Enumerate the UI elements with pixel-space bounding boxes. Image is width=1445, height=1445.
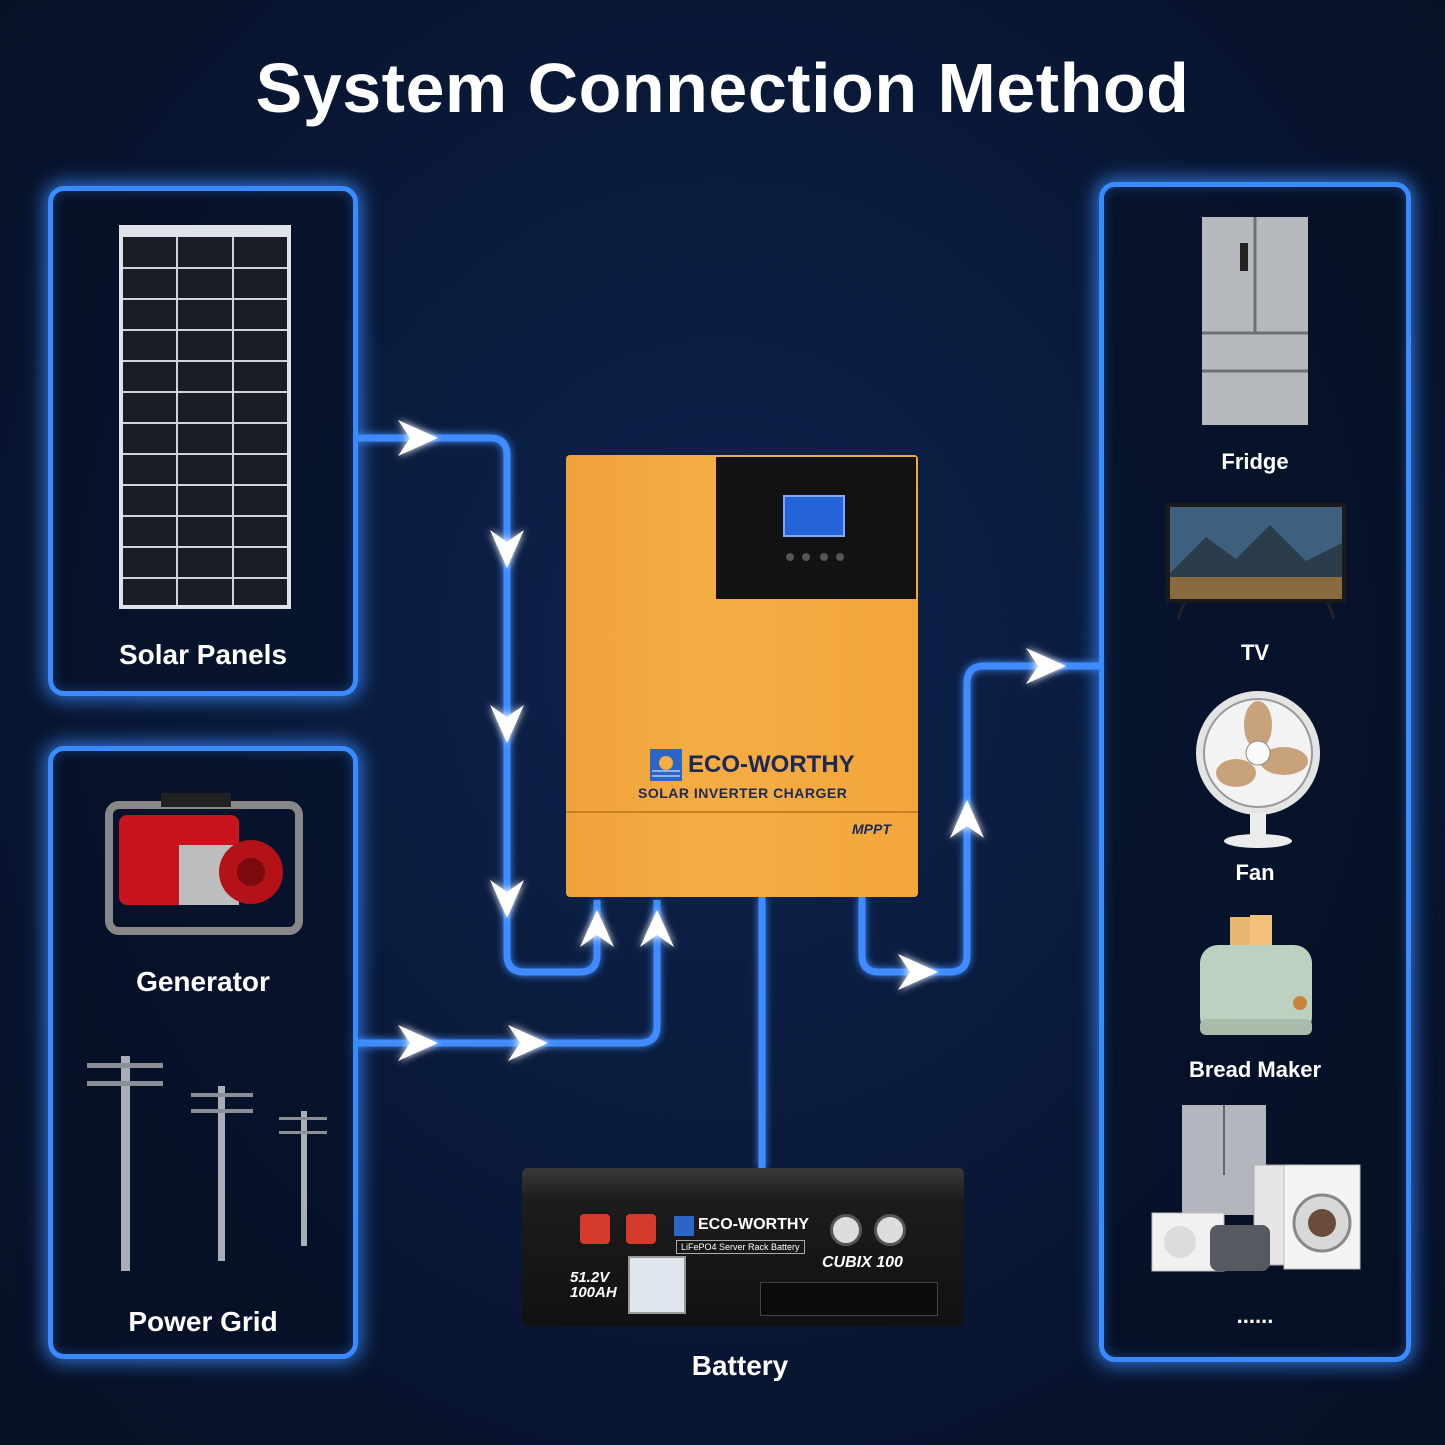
loads-box: Fridge TV Fan Bread Maker [1099,182,1411,1362]
mppt-badge: MPPT [852,821,891,837]
load-wire [858,662,1100,976]
battery-brand: ECO-WORTHY [698,1216,810,1233]
battery-unit: ECO-WORTHY LiFePO4 Server Rack Battery 5… [522,1168,964,1326]
arrow-right-icon [508,1025,548,1061]
solar-panels-label: Solar Panels [118,639,288,670]
positive-terminal-icon [626,1214,656,1244]
generator-icon [105,793,303,935]
arrow-right-icon [1026,648,1066,684]
power-grid-label: Power Grid [128,1306,278,1337]
tv-label: TV [1240,640,1270,665]
solar-logo-icon [650,749,682,781]
lcd-display [783,495,845,537]
arrow-up-icon [950,800,984,838]
negative-terminal-icon [874,1214,906,1246]
positive-terminal-icon [580,1214,610,1244]
inverter-brand: ECO-WORTHY [688,751,855,778]
battery-io-panel [760,1282,938,1316]
power-grid-icon [87,1056,327,1271]
bread-maker-label: Bread Maker [1188,1057,1322,1082]
arrow-down-icon [490,705,524,743]
fan-label: Fan [1235,860,1275,885]
arrow-up-icon [580,910,614,947]
fridge-label: Fridge [1221,449,1289,474]
bread-maker-icon [1200,915,1312,1035]
arrow-right-icon [898,954,938,990]
fridge-icon [1202,217,1308,425]
battery-model: CUBIX 100 [822,1254,903,1271]
page-title: System Connection Method [255,49,1190,127]
appliances-group-icon [1151,1105,1361,1272]
more-appliances-label: ...... [1236,1303,1274,1328]
battery-specs: 51.2V 100AH [570,1270,617,1300]
solar-wire [356,434,601,976]
battery-subtitle: LiFePO4 Server Rack Battery [676,1240,805,1254]
generator-label: Generator [136,966,270,997]
negative-terminal-icon [830,1214,862,1246]
arrow-down-icon [490,530,524,568]
generator-grid-box: Generator Power Grid [48,746,358,1359]
solar-panel-icon [119,225,291,609]
control-buttons [786,553,844,561]
tv-icon [1166,503,1346,620]
fan-icon [1196,691,1320,848]
grid-wire [356,900,661,1047]
battery-voltage: 51.2V [570,1269,610,1286]
battery-capacity: 100AH [570,1284,617,1301]
battery-label: Battery [691,1350,789,1381]
inverter: ECO-WORTHY SOLAR INVERTER CHARGER MPPT [566,455,918,897]
arrow-up-icon [640,910,674,947]
inverter-subtitle: SOLAR INVERTER CHARGER [638,785,848,801]
arrow-down-icon [490,880,524,918]
solar-panel-box: Solar Panels [48,186,358,696]
arrow-right-icon [398,1025,438,1061]
inverter-divider [566,811,918,813]
arrow-right-icon [398,420,438,456]
battery-logo-icon [674,1216,694,1236]
inverter-control-panel [716,457,916,599]
battery-breaker [628,1256,686,1314]
